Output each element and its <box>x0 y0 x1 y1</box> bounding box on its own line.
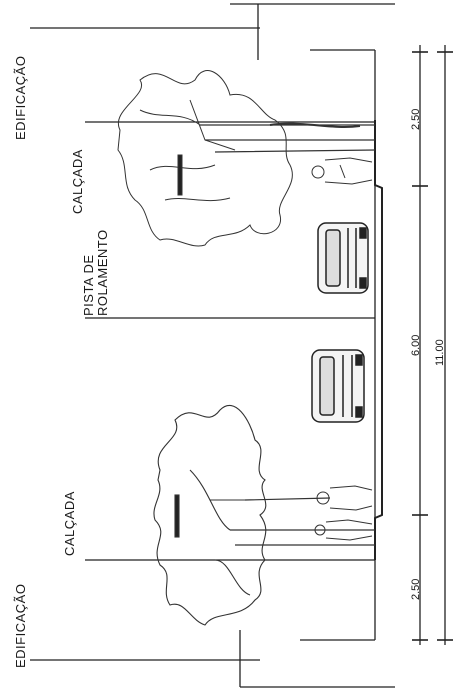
label-edificacao-top: EDIFICAÇÃO <box>13 55 28 140</box>
dim-total: 11.00 <box>434 339 446 366</box>
tree-bottom-icon <box>153 404 375 626</box>
dim-roadway: 6.00 <box>410 334 422 356</box>
label-calcada-bottom: CALÇADA <box>62 491 77 556</box>
label-edificacao-bottom: EDIFICAÇÃO <box>13 583 28 668</box>
car-bottom-icon <box>311 349 365 423</box>
car-top-icon <box>317 222 369 294</box>
pedestrian-top-icon <box>311 157 373 185</box>
road-profile <box>374 120 383 560</box>
label-calcada-top: CALÇADA <box>70 149 85 214</box>
label-pista-rolamento: PISTA DE ROLAMENTO <box>81 229 110 316</box>
tree-top-icon <box>117 70 376 247</box>
dim-sidewalk-top: 2.50 <box>410 108 422 130</box>
dim-sidewalk-bottom: 2.50 <box>410 578 422 600</box>
pedestrian-bottom-icon <box>314 485 373 541</box>
